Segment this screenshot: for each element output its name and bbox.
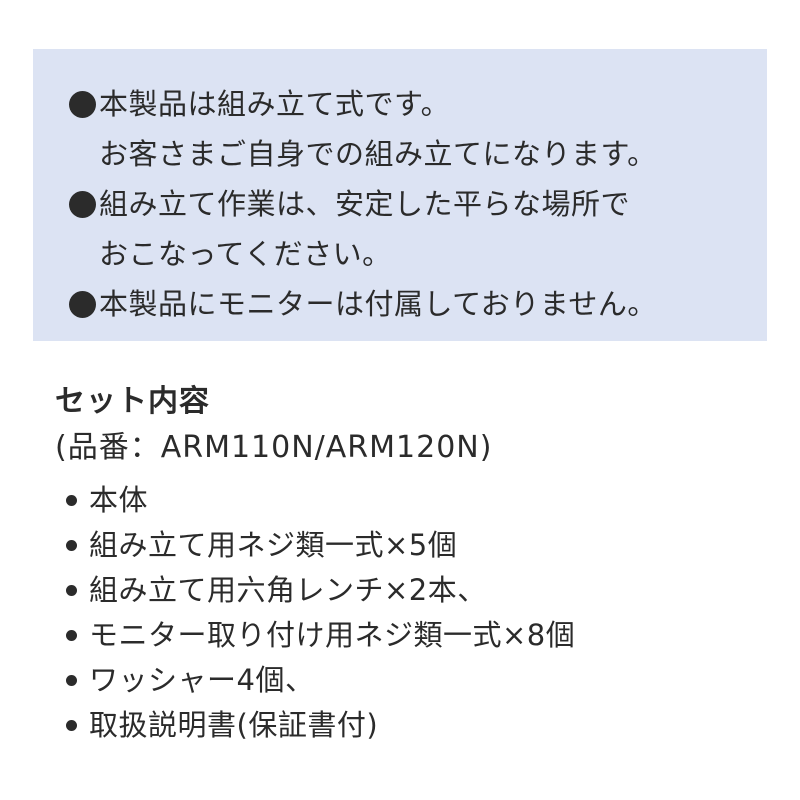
notice-line-1: 本製品は組み立て式です。 [69,79,767,129]
set-contents-title: セット内容 [55,384,210,419]
list-item: 組み立て用ネジ類一式×5個 [66,523,575,568]
notice-text: お客さまご自身での組み立てになります。 [99,137,657,171]
notice-text: 本製品は組み立て式です。 [99,87,451,121]
notice-line-5: 本製品にモニターは付属しておりません。 [69,279,767,329]
assembly-notice-box: 本製品は組み立て式です。 お客さまご自身での組み立てになります。 組み立て作業は… [33,49,767,341]
small-dot-icon [66,720,77,731]
list-item: 取扱説明書(保証書付) [66,703,575,748]
notice-line-2: お客さまご自身での組み立てになります。 [69,129,767,179]
item-text: モニター取り付け用ネジ類一式×8個 [89,618,576,652]
black-circle-bullet-icon [69,90,96,118]
item-text: 組み立て用六角レンチ×2本、 [89,573,487,607]
list-item: 組み立て用六角レンチ×2本、 [66,568,575,613]
small-dot-icon [66,675,77,686]
notice-line-4: おこなってください。 [69,229,767,279]
black-circle-bullet-icon [69,190,96,218]
notice-text: おこなってください。 [99,237,392,271]
small-dot-icon [66,495,77,506]
notice-line-3: 組み立て作業は、安定した平らな場所で [69,179,767,229]
small-dot-icon [66,585,77,596]
notice-text: 組み立て作業は、安定した平らな場所で [99,187,631,221]
small-dot-icon [66,540,77,551]
item-text: ワッシャー4個、 [89,663,315,697]
set-contents-list: 本体 組み立て用ネジ類一式×5個 組み立て用六角レンチ×2本、 モニター取り付け… [66,478,575,748]
item-text: 組み立て用ネジ類一式×5個 [89,528,458,562]
list-item: 本体 [66,478,575,523]
black-circle-bullet-icon [69,290,96,318]
set-contents-header: セット内容 (品番：ARM110N/ARM120N) [55,378,492,470]
item-text: 本体 [89,483,149,517]
model-number-label: (品番：ARM110N/ARM120N) [55,430,493,465]
notice-text: 本製品にモニターは付属しておりません。 [99,287,657,321]
small-dot-icon [66,630,77,641]
list-item: ワッシャー4個、 [66,658,575,703]
list-item: モニター取り付け用ネジ類一式×8個 [66,613,575,658]
item-text: 取扱説明書(保証書付) [89,708,379,742]
